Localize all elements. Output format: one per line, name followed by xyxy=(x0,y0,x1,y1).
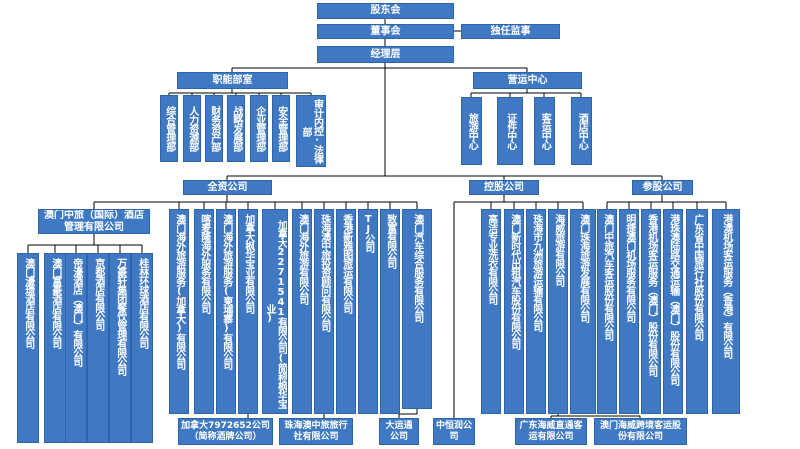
wholly-owned-company-7: 珠海澳中旅投资顾问有限公司 xyxy=(314,209,334,414)
center-passenger-transport: 客运中心 xyxy=(534,97,555,165)
holding-company-1: 高洁专业洗衣有限公司 xyxy=(481,209,501,414)
dept-enterprise-management: 企业管理部 xyxy=(250,95,268,162)
hotel-child-3: 帝濠酒店（澳门）有限公司 xyxy=(65,253,87,443)
wholly-owned-header: 全资公司 xyxy=(183,180,272,195)
management-box: 经理层 xyxy=(317,46,454,63)
associate-company-3: 香港机场客运服务（澳门）股份有限公司 xyxy=(641,209,661,414)
wholly-owned-company-8: 香港新雅图旅运有限公司 xyxy=(336,209,356,414)
sub-company-macau-haiwei-crossborder: 澳门海威跨境客运股份有限公司 xyxy=(594,418,687,445)
associate-companies-header: 参股公司 xyxy=(632,180,693,195)
sub-company-zhuhai-travel-agency: 珠海澳中旅旅行社有限公司 xyxy=(279,418,353,445)
wholly-owned-company-11: 澳门汽车综合服务有限公司 xyxy=(402,209,432,409)
wholly-owned-company-5: 加拿大2271541有限公司(简称枫华宝业) xyxy=(262,209,288,414)
associate-company-2: 明捷澳门机场服务有限公司 xyxy=(619,209,639,414)
dept-human-resources: 人力资源部 xyxy=(183,95,201,162)
hotel-child-4: 京都酒店有限公司 xyxy=(87,253,109,443)
center-documents: 证件中心 xyxy=(497,97,523,165)
board-box: 董事会 xyxy=(317,24,454,39)
operations-center-header: 营运中心 xyxy=(473,72,582,89)
associate-company-5: 广东省中国旅行社股份有限公司 xyxy=(686,209,708,414)
holding-company-3: 珠海市九洲旅游运输有限公司 xyxy=(526,209,546,414)
sub-company-liquor-license: 加拿大7972652公司（简称酒牌公司） xyxy=(178,418,273,445)
hotel-child-2: 澳门富豪酒店有限公司 xyxy=(44,253,66,443)
hotel-management-company: 澳门中旅（国际）酒店管理有限公司 xyxy=(38,209,150,234)
center-hotels: 酒店中心 xyxy=(571,97,592,165)
functional-dept-header: 职能部室 xyxy=(177,72,288,89)
wholly-owned-company-10: 致富有限公司 xyxy=(380,209,400,414)
associate-company-1: 澳门中旅汽车客运股份有限公司 xyxy=(597,209,617,414)
sub-company-dayuntong: 大运通公司 xyxy=(379,418,419,445)
sub-company-zhonghengrun: 中恒润公司 xyxy=(433,418,475,445)
sub-company-guangdong-haiwei: 广东海威直通客运有限公司 xyxy=(515,418,587,445)
shareholders-box: 股东会 xyxy=(317,3,454,19)
wholly-owned-company-4: 加拿大枫华宝业有限公司 xyxy=(238,209,258,414)
associate-company-4: 港珠澳陆路交通运输（澳门）股份有限公司 xyxy=(663,209,683,414)
hotel-child-5: 万豪轩集团餐饮管理有限公司 xyxy=(109,253,131,443)
dept-audit-legal: 审计内控·法律部 xyxy=(296,95,326,167)
associate-company-6: 港澳机场客运服务（香港）有限公司 xyxy=(712,209,740,414)
dept-general-management: 综合管理部 xyxy=(160,95,178,162)
holding-company-5: 澳门珠海旅游发展有限公司 xyxy=(570,209,596,414)
hotel-child-6: 桂林环球酒店有限公司 xyxy=(131,253,153,443)
center-tourism: 旅游中心 xyxy=(461,97,482,165)
independent-supervisor-box: 独任监事 xyxy=(461,24,560,39)
wholly-owned-company-9: TJ公司 xyxy=(358,209,378,414)
holding-company-4: 海威旅游有限公司 xyxy=(548,209,568,414)
wholly-owned-company-1: 澳门海外旅游服务(加拿大)有限公司 xyxy=(169,209,189,414)
wholly-owned-company-2: 喀麦隆海外服务有限公司 xyxy=(194,209,214,414)
dept-finance-assets: 财务资产部 xyxy=(205,95,223,162)
hotel-child-1: 澳门濠璟酒店有限公司 xyxy=(17,253,39,443)
holding-companies-header: 控股公司 xyxy=(469,180,539,195)
dept-safety-management: 安全管理部 xyxy=(272,95,290,162)
wholly-owned-company-3: 澳门海外旅游服务(柬埔寨)有限公司 xyxy=(216,209,236,414)
wholly-owned-company-6: 澳门海外旅游有限公司 xyxy=(292,209,312,414)
dept-strategy-development: 战略发展部 xyxy=(227,95,245,162)
holding-company-2: 澳门新时代出租汽车股份有限公司 xyxy=(504,209,524,414)
